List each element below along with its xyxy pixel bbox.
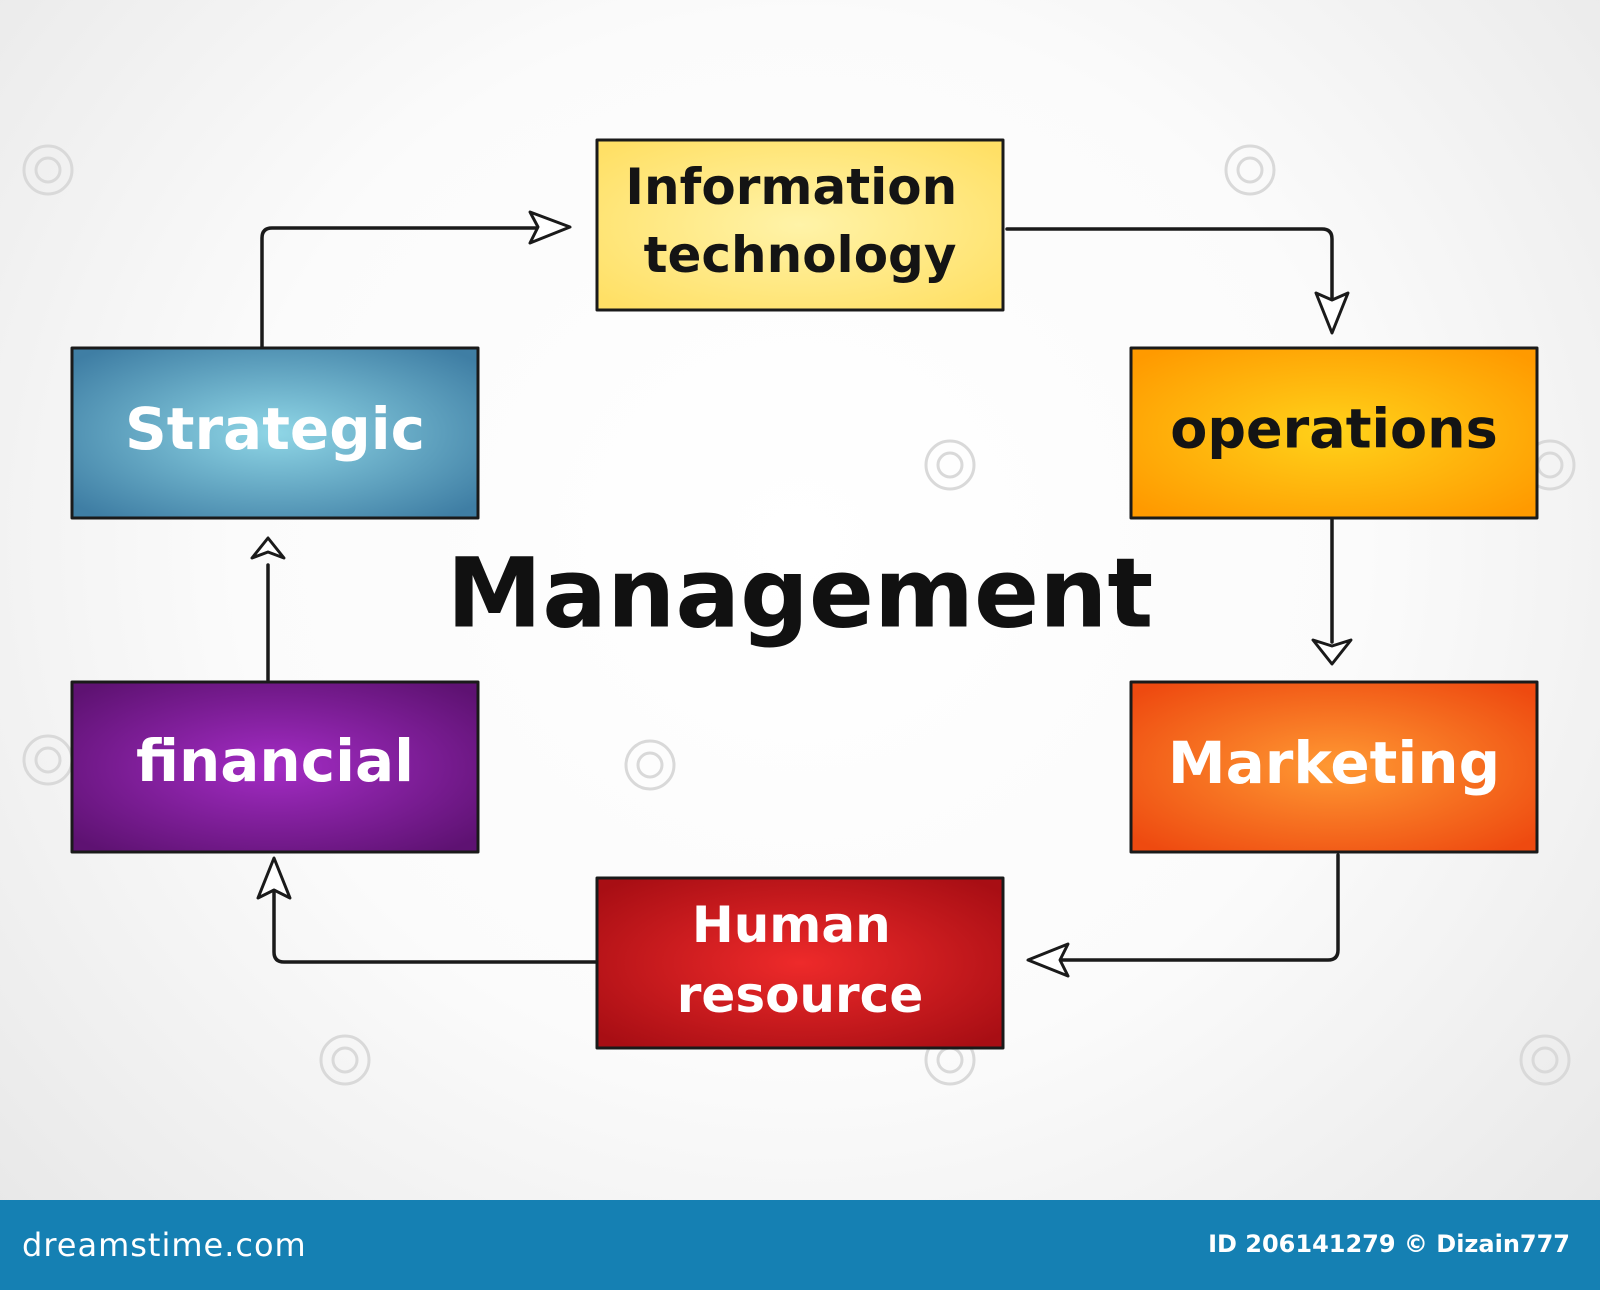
arrowhead-marketing <box>1311 638 1353 666</box>
node-label-marketing: Marketing <box>1168 729 1500 797</box>
footer-image-credit: ID 206141279 © Dizain777 <box>1208 1230 1570 1258</box>
node-label-it-line1: Information <box>625 158 957 216</box>
node-information-technology: Information technology <box>595 138 1005 312</box>
arrowhead-financial <box>256 856 292 900</box>
arrowhead-operations <box>1314 291 1350 335</box>
management-diagram: Information technology operations Market… <box>22 138 1576 1086</box>
footer-bar: dreamstime.com ID 206141279 © Dizain777 <box>0 1200 1600 1290</box>
node-marketing: Marketing <box>1129 680 1539 854</box>
node-label-operations: operations <box>1170 398 1497 461</box>
connector-strategic-to-it <box>260 226 550 349</box>
node-box-financial <box>70 680 480 854</box>
node-box-marketing <box>1129 680 1539 854</box>
node-box-operations <box>1129 346 1539 520</box>
node-box-strategic <box>70 346 480 520</box>
node-human-resource: Human resource <box>595 876 1005 1050</box>
connector-hr-to-financial <box>272 883 599 964</box>
node-operations: operations <box>1129 346 1539 520</box>
node-label-hr-line2: resource <box>677 966 923 1024</box>
arrowhead-strategic <box>250 536 286 560</box>
node-label-strategic: Strategic <box>125 395 425 463</box>
node-strategic: Strategic <box>70 346 480 520</box>
footer-site-link[interactable]: dreamstime.com <box>22 1226 307 1264</box>
svg-text:Information technology: Information technology <box>625 158 974 284</box>
node-label-it-line2: technology <box>644 226 957 284</box>
svg-text:Human resource: Human resource <box>677 896 923 1024</box>
arrowhead-it <box>528 210 572 245</box>
center-title: Management <box>447 537 1154 649</box>
node-box-it <box>595 138 1005 312</box>
node-box-human-resource <box>595 876 1005 1050</box>
node-label-hr-line1: Human <box>692 896 891 954</box>
arrowhead-hr <box>1026 942 1070 978</box>
node-label-financial: financial <box>136 727 414 795</box>
connector-it-to-operations <box>1005 227 1334 312</box>
connector-marketing-to-hr <box>1048 853 1340 962</box>
node-financial: financial <box>70 680 480 854</box>
